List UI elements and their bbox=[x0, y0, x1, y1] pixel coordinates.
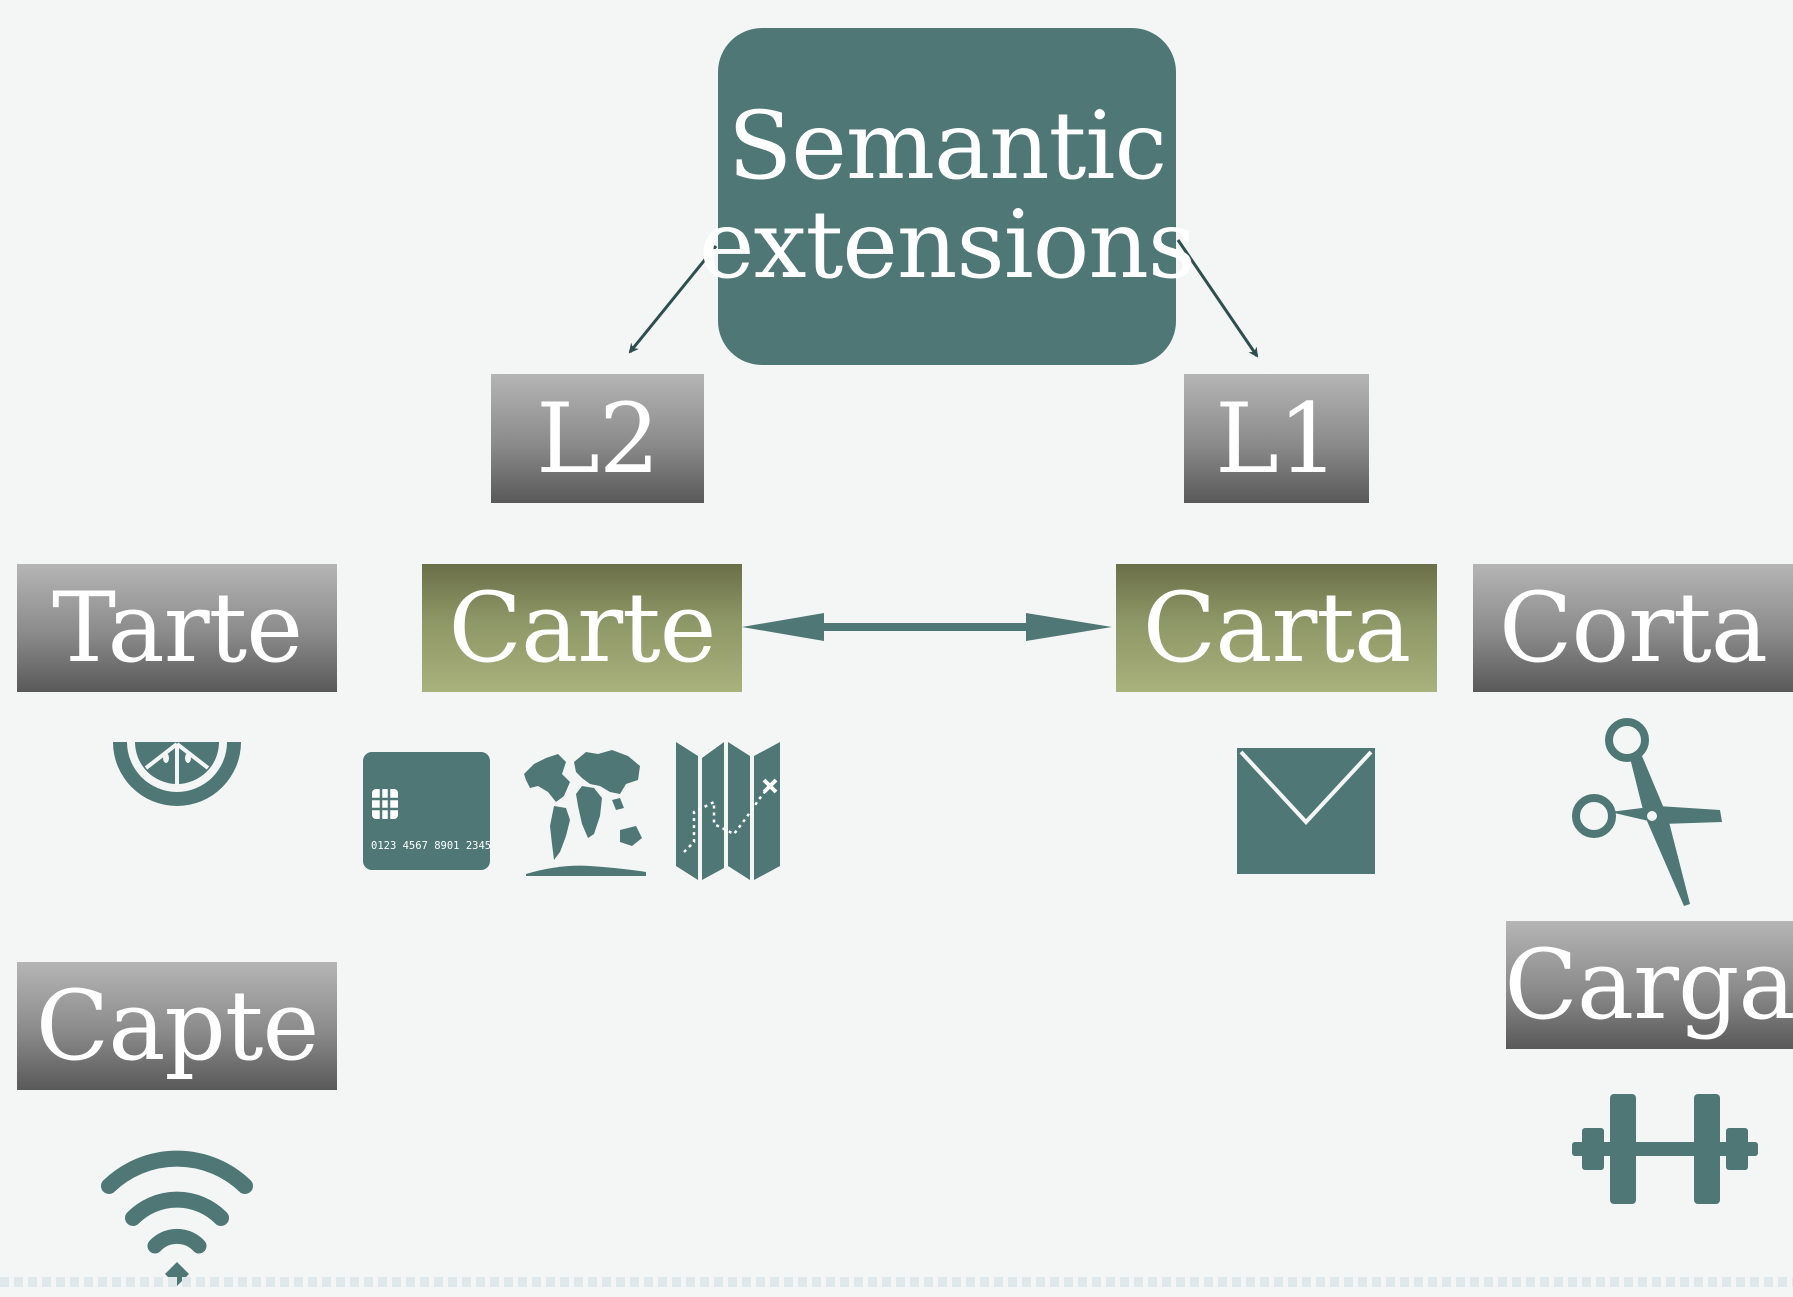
lemon-slice-icon bbox=[110, 738, 244, 832]
word-carte-node: Carte bbox=[422, 564, 742, 692]
arrow-root-to-l2 bbox=[628, 245, 718, 354]
envelope-icon bbox=[1237, 748, 1375, 874]
folded-map-icon bbox=[674, 740, 782, 882]
word-carga-label: Carga bbox=[1504, 929, 1793, 1041]
dumbbell-icon bbox=[1572, 1094, 1758, 1206]
word-capte-node: Capte bbox=[17, 962, 337, 1090]
arrow-root-to-l1 bbox=[1176, 239, 1259, 358]
word-tarte-node: Tarte bbox=[17, 564, 337, 692]
word-carga-node: Carga bbox=[1504, 921, 1793, 1049]
root-title-line1: Semantic bbox=[727, 91, 1167, 201]
world-map-icon bbox=[520, 740, 648, 880]
credit-card-icon: 0123 4567 8901 2345 bbox=[362, 751, 492, 871]
root-node: Semantic extensions bbox=[699, 28, 1196, 365]
root-title-line2: extensions bbox=[698, 190, 1196, 300]
double-arrow-carte-carta bbox=[742, 613, 1112, 641]
scissors-icon bbox=[1572, 714, 1724, 910]
word-tarte-label: Tarte bbox=[51, 572, 303, 684]
bottom-dotted-border bbox=[0, 1277, 1793, 1287]
language-l2-node: L2 bbox=[491, 374, 704, 503]
word-carte-label: Carte bbox=[448, 572, 717, 684]
word-carta-node: Carta bbox=[1116, 564, 1437, 692]
language-l1-node: L1 bbox=[1184, 374, 1369, 503]
language-l1-label: L1 bbox=[1215, 382, 1339, 495]
word-carta-label: Carta bbox=[1142, 572, 1411, 684]
word-corta-label: Corta bbox=[1499, 572, 1768, 684]
word-capte-label: Capte bbox=[35, 970, 320, 1082]
card-number-text: 0123 4567 8901 2345 bbox=[371, 840, 491, 852]
wifi-icon bbox=[101, 1136, 253, 1288]
word-corta-node: Corta bbox=[1473, 564, 1793, 692]
language-l2-label: L2 bbox=[536, 382, 660, 495]
